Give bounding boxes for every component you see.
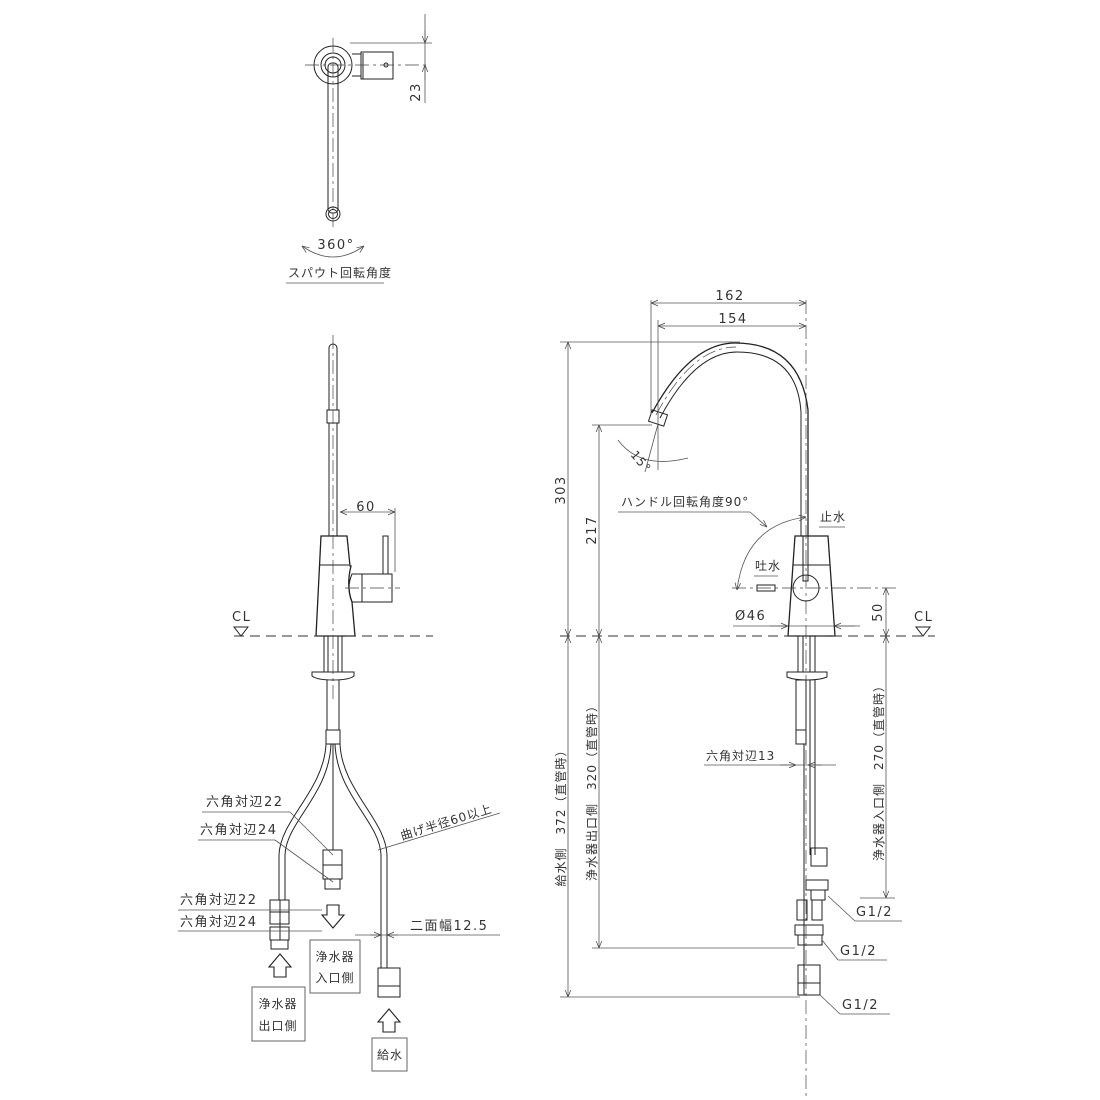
supply-box [371, 1037, 408, 1072]
flow-up-arrow-supply [376, 1008, 402, 1033]
hex24-top-label: 六角対辺24 [200, 823, 278, 838]
filter-outlet-length-label: 浄水器出口側 320（直管時） [584, 699, 599, 881]
width-across-label: 二面幅12.5 [410, 919, 488, 934]
dim-154-label: 154 [718, 312, 747, 327]
filter-inlet-length-label: 浄水器入口側 270（直管時） [871, 679, 886, 861]
g-half-label-1: G1/2 [856, 905, 893, 920]
hex13-label: 六角対辺13 [706, 749, 775, 763]
supply-side-length-label: 給水側 372（直管時） [553, 744, 568, 887]
filter-inlet-box [309, 939, 361, 994]
g-half-label-3: G1/2 [842, 998, 879, 1013]
filter-inlet-text-2: 入口側 [315, 971, 354, 985]
dim-23-label: 23 [409, 82, 424, 102]
filter-outlet-text-2: 出口側 [258, 1019, 297, 1033]
hex22-top-label: 六角対辺22 [206, 795, 284, 810]
stop-water-label: 止水 [820, 510, 846, 524]
dim-50-label: 50 [871, 602, 886, 622]
dim-303-label: 303 [554, 475, 569, 504]
dim-162-label: 162 [715, 289, 744, 304]
supply-text: 給水 [377, 1048, 403, 1062]
filter-outlet-box [251, 986, 306, 1042]
side-view: 60 CL 六角対辺22 六角対辺24 [178, 335, 501, 1072]
hex22-left-label: 六角対辺22 [180, 893, 258, 908]
discharge-label: 吐水 [755, 559, 781, 573]
spout-rotation-caption: スパウト回転角度 [288, 265, 392, 280]
dim-217-label: 217 [585, 515, 600, 544]
cl-label-right: CL [914, 610, 933, 625]
bend-radius-label: 曲げ半径60以上 [399, 802, 494, 843]
filter-outlet-text-1: 浄水器 [258, 997, 297, 1011]
flow-up-arrow-left [267, 953, 293, 978]
top-view: 23 360° スパウト回転角度 [286, 14, 432, 284]
rotation-360-label: 360° [317, 238, 354, 253]
filter-inlet-text-1: 浄水器 [315, 950, 354, 964]
diameter-46-label: Ø46 [735, 609, 766, 624]
g-half-label-2: G1/2 [840, 944, 877, 959]
front-view: 162 154 303 217 15° ハンドル回転角度90° 止水 吐水 Ø4… [553, 289, 935, 1100]
hex24-left-label: 六角対辺24 [180, 915, 258, 930]
flow-down-arrow [320, 904, 346, 929]
handle-rotation-label: ハンドル回転角度90° [621, 494, 749, 509]
dim-60-label: 60 [356, 500, 376, 515]
cl-label-left: CL [232, 610, 251, 625]
